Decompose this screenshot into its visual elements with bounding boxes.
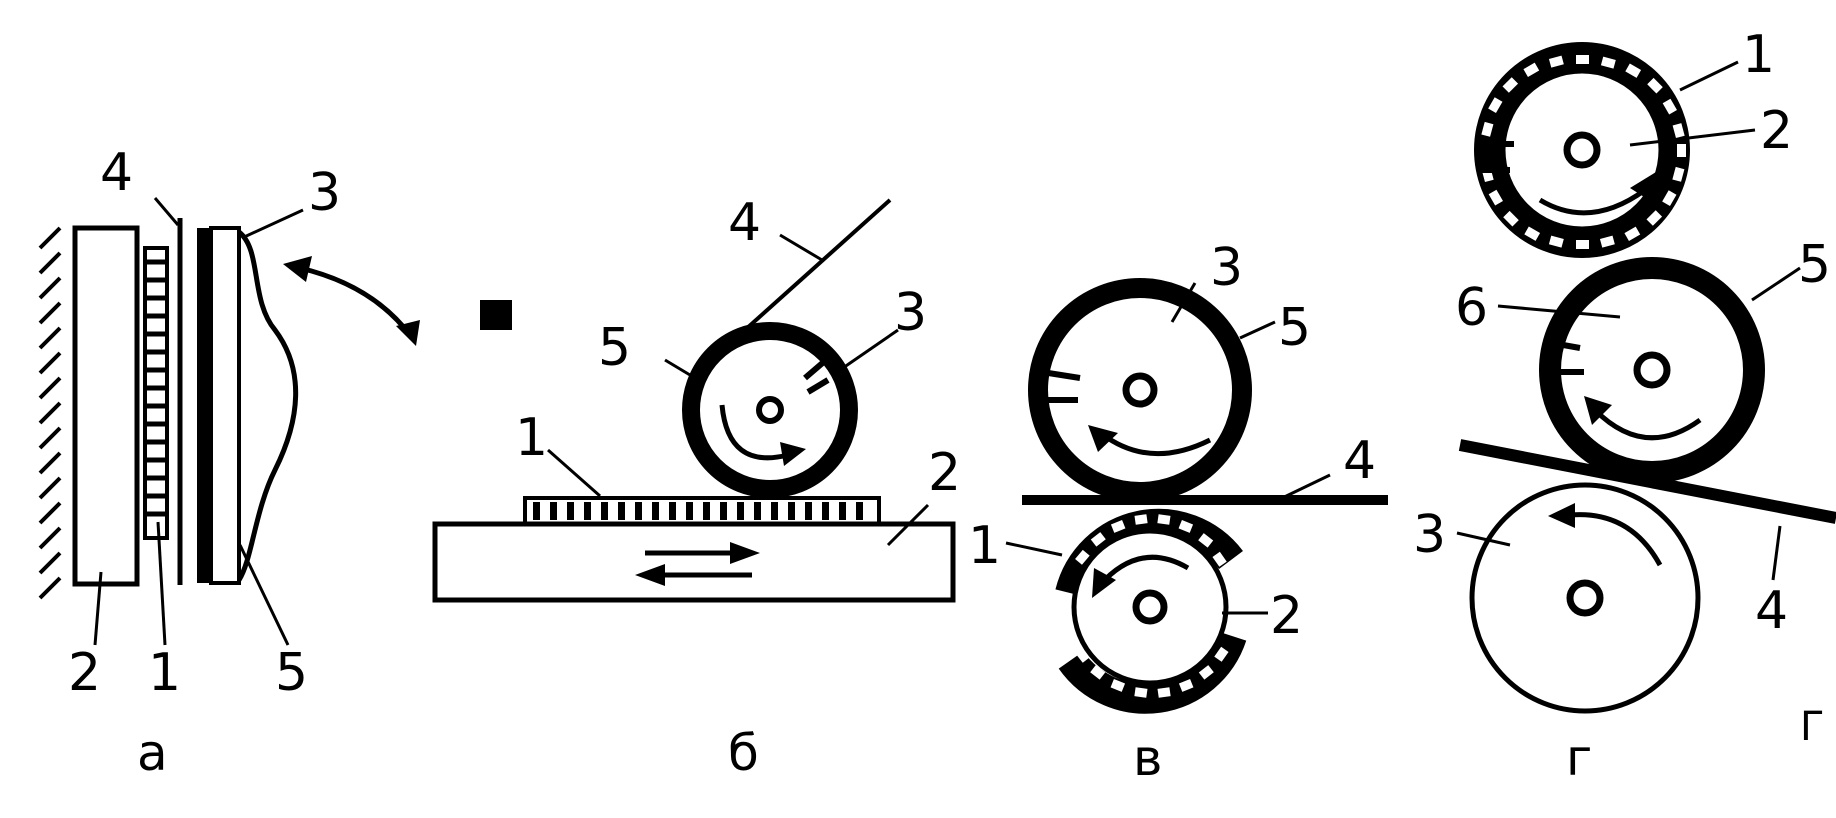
panel-g-impression-axis bbox=[1566, 579, 1604, 617]
panel-a-label-5: 5 bbox=[275, 643, 308, 703]
panel-a-bed bbox=[72, 225, 140, 587]
panel-b-label-1: 1 bbox=[515, 408, 548, 468]
panel-b-paper bbox=[725, 198, 892, 348]
panel-b: 4 5 3 1 2 б bbox=[432, 193, 961, 782]
panel-a-leaders bbox=[93, 197, 304, 646]
panel-a-label-1: 1 bbox=[148, 643, 181, 703]
panel-b-rotation-arrowhead bbox=[780, 442, 806, 466]
panel-v-lower-arrowhead bbox=[1092, 568, 1116, 598]
panel-a-wall-hatching bbox=[38, 226, 62, 600]
panel-v-upper-rotation-arrow bbox=[1100, 431, 1212, 457]
panel-g-middle-arrowhead bbox=[1584, 396, 1612, 425]
panel-v-label-3: 3 bbox=[1210, 238, 1243, 298]
panel-v-label-2: 2 bbox=[1270, 586, 1303, 646]
panel-g: 1 2 6 5 3 4 г bbox=[1413, 25, 1836, 787]
panel-g-leaders bbox=[1456, 60, 1801, 581]
panel-v-label-4: 4 bbox=[1343, 431, 1376, 491]
panel-g-bottom-rotation-arrow bbox=[1569, 512, 1663, 567]
panel-g-form-cylinder bbox=[1474, 42, 1690, 258]
panel-a-platen-back bbox=[236, 230, 299, 582]
panel-g-label-4: 4 bbox=[1755, 581, 1788, 641]
panel-b-gripper bbox=[803, 357, 830, 395]
panel-g-caption: г bbox=[1566, 729, 1592, 787]
panel-a-label-3: 3 bbox=[308, 163, 341, 223]
panel-a-label-4: 4 bbox=[100, 143, 133, 203]
panel-a: 4 3 2 1 5 а bbox=[38, 143, 420, 782]
panel-g-bottom-arrowhead bbox=[1548, 503, 1575, 528]
panel-b-caption: б bbox=[728, 724, 759, 782]
panel-g-label-5: 5 bbox=[1798, 235, 1831, 295]
panel-b-label-5: 5 bbox=[598, 318, 631, 378]
panel-g-label-2: 2 bbox=[1760, 101, 1793, 161]
panel-g-label-3: 3 bbox=[1413, 505, 1446, 565]
panel-v-form-cylinder bbox=[1055, 508, 1247, 714]
panel-v-label-1: 1 bbox=[968, 516, 1001, 576]
panel-g-paper bbox=[1458, 439, 1836, 524]
panel-a-caption: а bbox=[137, 724, 168, 782]
panel-b-printing-form bbox=[523, 496, 881, 526]
panel-b-reciprocating-arrows bbox=[635, 542, 760, 586]
panel-g-blanket-gripper bbox=[1551, 340, 1584, 375]
panel-a-blanket bbox=[209, 226, 241, 585]
panel-a-label-2: 2 bbox=[68, 643, 101, 703]
panel-a-printing-form bbox=[143, 246, 169, 540]
panel-v-caption: в bbox=[1133, 729, 1162, 787]
panel-b-marker-square bbox=[480, 300, 512, 330]
corner-mark: Г bbox=[1800, 704, 1824, 750]
panel-b-cylinder-axis bbox=[756, 396, 784, 424]
panel-a-platen bbox=[197, 228, 211, 583]
panel-b-bed bbox=[432, 521, 956, 603]
panel-g-label-1: 1 bbox=[1742, 25, 1775, 85]
panel-g-top-rotation-arrow bbox=[1538, 187, 1647, 216]
panel-b-rotation-arrow bbox=[719, 404, 789, 461]
panel-b-label-4: 4 bbox=[728, 193, 761, 253]
panel-b-leaders bbox=[547, 233, 930, 547]
panel-a-swing-arrow bbox=[283, 256, 420, 346]
panel-b-label-3: 3 bbox=[894, 283, 927, 343]
panel-v-gripper bbox=[1041, 369, 1081, 403]
panel-v-leaders bbox=[1005, 282, 1331, 615]
panel-v: 3 5 4 1 2 в bbox=[968, 238, 1388, 787]
panel-g-label-6: 6 bbox=[1455, 278, 1488, 338]
panel-g-blanket-axis bbox=[1633, 351, 1671, 389]
panel-g-top-arrowhead bbox=[1630, 172, 1656, 202]
panel-v-upper-arrowhead bbox=[1088, 425, 1118, 452]
panel-v-impression-axis bbox=[1122, 372, 1158, 408]
panel-v-label-5: 5 bbox=[1278, 298, 1311, 358]
panel-g-middle-rotation-arrow bbox=[1593, 408, 1702, 441]
panel-b-label-2: 2 bbox=[928, 443, 961, 503]
